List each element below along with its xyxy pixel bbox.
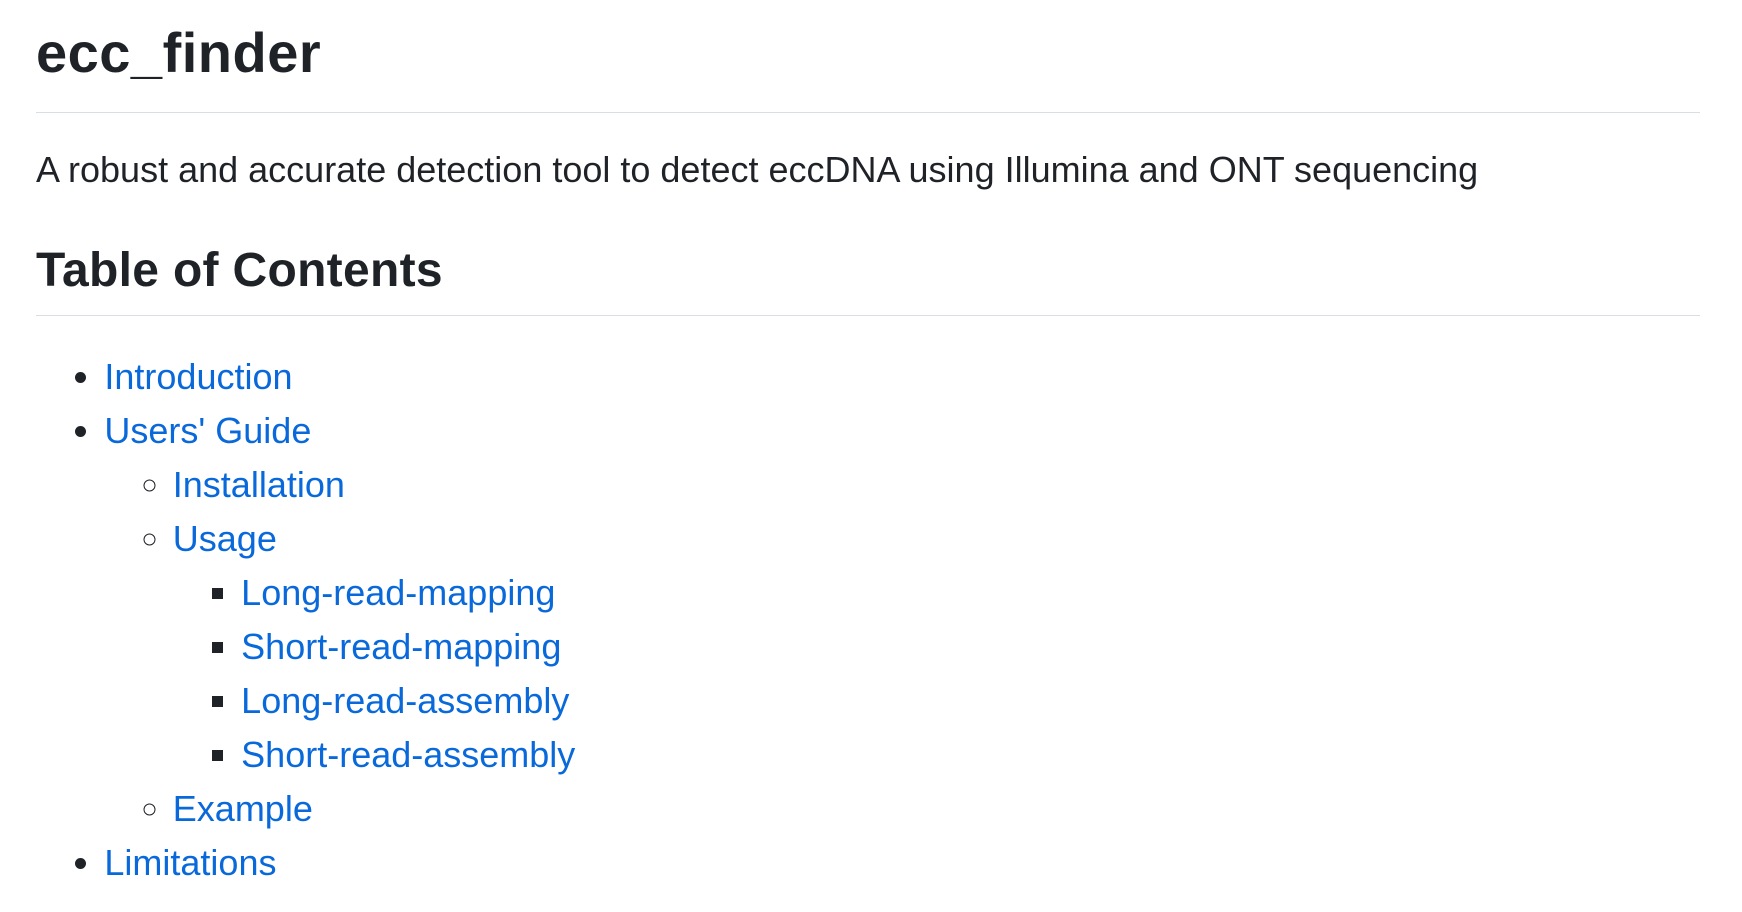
readme-document: ecc_finder A robust and accurate detecti… xyxy=(36,20,1700,890)
toc-link-users-guide[interactable]: Users' Guide xyxy=(104,410,312,452)
page-title: ecc_finder xyxy=(36,20,1700,114)
toc-item: Example xyxy=(173,782,1700,836)
toc-item: Installation xyxy=(173,458,1700,512)
project-description: A robust and accurate detection tool to … xyxy=(36,149,1479,191)
toc-link-long-read-assembly[interactable]: Long-read-assembly xyxy=(241,680,570,722)
toc-item: Short-read-mapping xyxy=(241,620,1700,674)
toc-link-short-read-mapping[interactable]: Short-read-mapping xyxy=(241,626,562,668)
toc-heading: Table of Contents xyxy=(36,241,1700,317)
toc-item: Long-read-mapping xyxy=(241,566,1700,620)
toc-link-short-read-assembly[interactable]: Short-read-assembly xyxy=(241,734,576,776)
toc-link-installation[interactable]: Installation xyxy=(172,464,345,506)
toc-link-introduction[interactable]: Introduction xyxy=(104,356,293,398)
toc-item: Short-read-assembly xyxy=(241,728,1700,782)
toc-item: Usage Long-read-mapping Short-read-mappi… xyxy=(173,512,1700,782)
toc-sublist-users-guide: Installation Usage Long-read-mapping Sho… xyxy=(104,458,1700,836)
toc-link-limitations[interactable]: Limitations xyxy=(104,842,277,884)
toc-link-long-read-mapping[interactable]: Long-read-mapping xyxy=(241,572,556,614)
toc-item: Users' Guide Installation Usage Long-rea… xyxy=(104,404,1700,836)
toc-item: Limitations xyxy=(104,836,1700,890)
toc-link-usage[interactable]: Usage xyxy=(172,518,277,560)
toc-sublist-usage: Long-read-mapping Short-read-mapping Lon… xyxy=(173,566,1700,782)
toc-list: Introduction Users' Guide Installation U… xyxy=(36,350,1700,890)
toc-item: Introduction xyxy=(104,350,1700,404)
toc-link-example[interactable]: Example xyxy=(172,788,313,830)
toc-item: Long-read-assembly xyxy=(241,674,1700,728)
